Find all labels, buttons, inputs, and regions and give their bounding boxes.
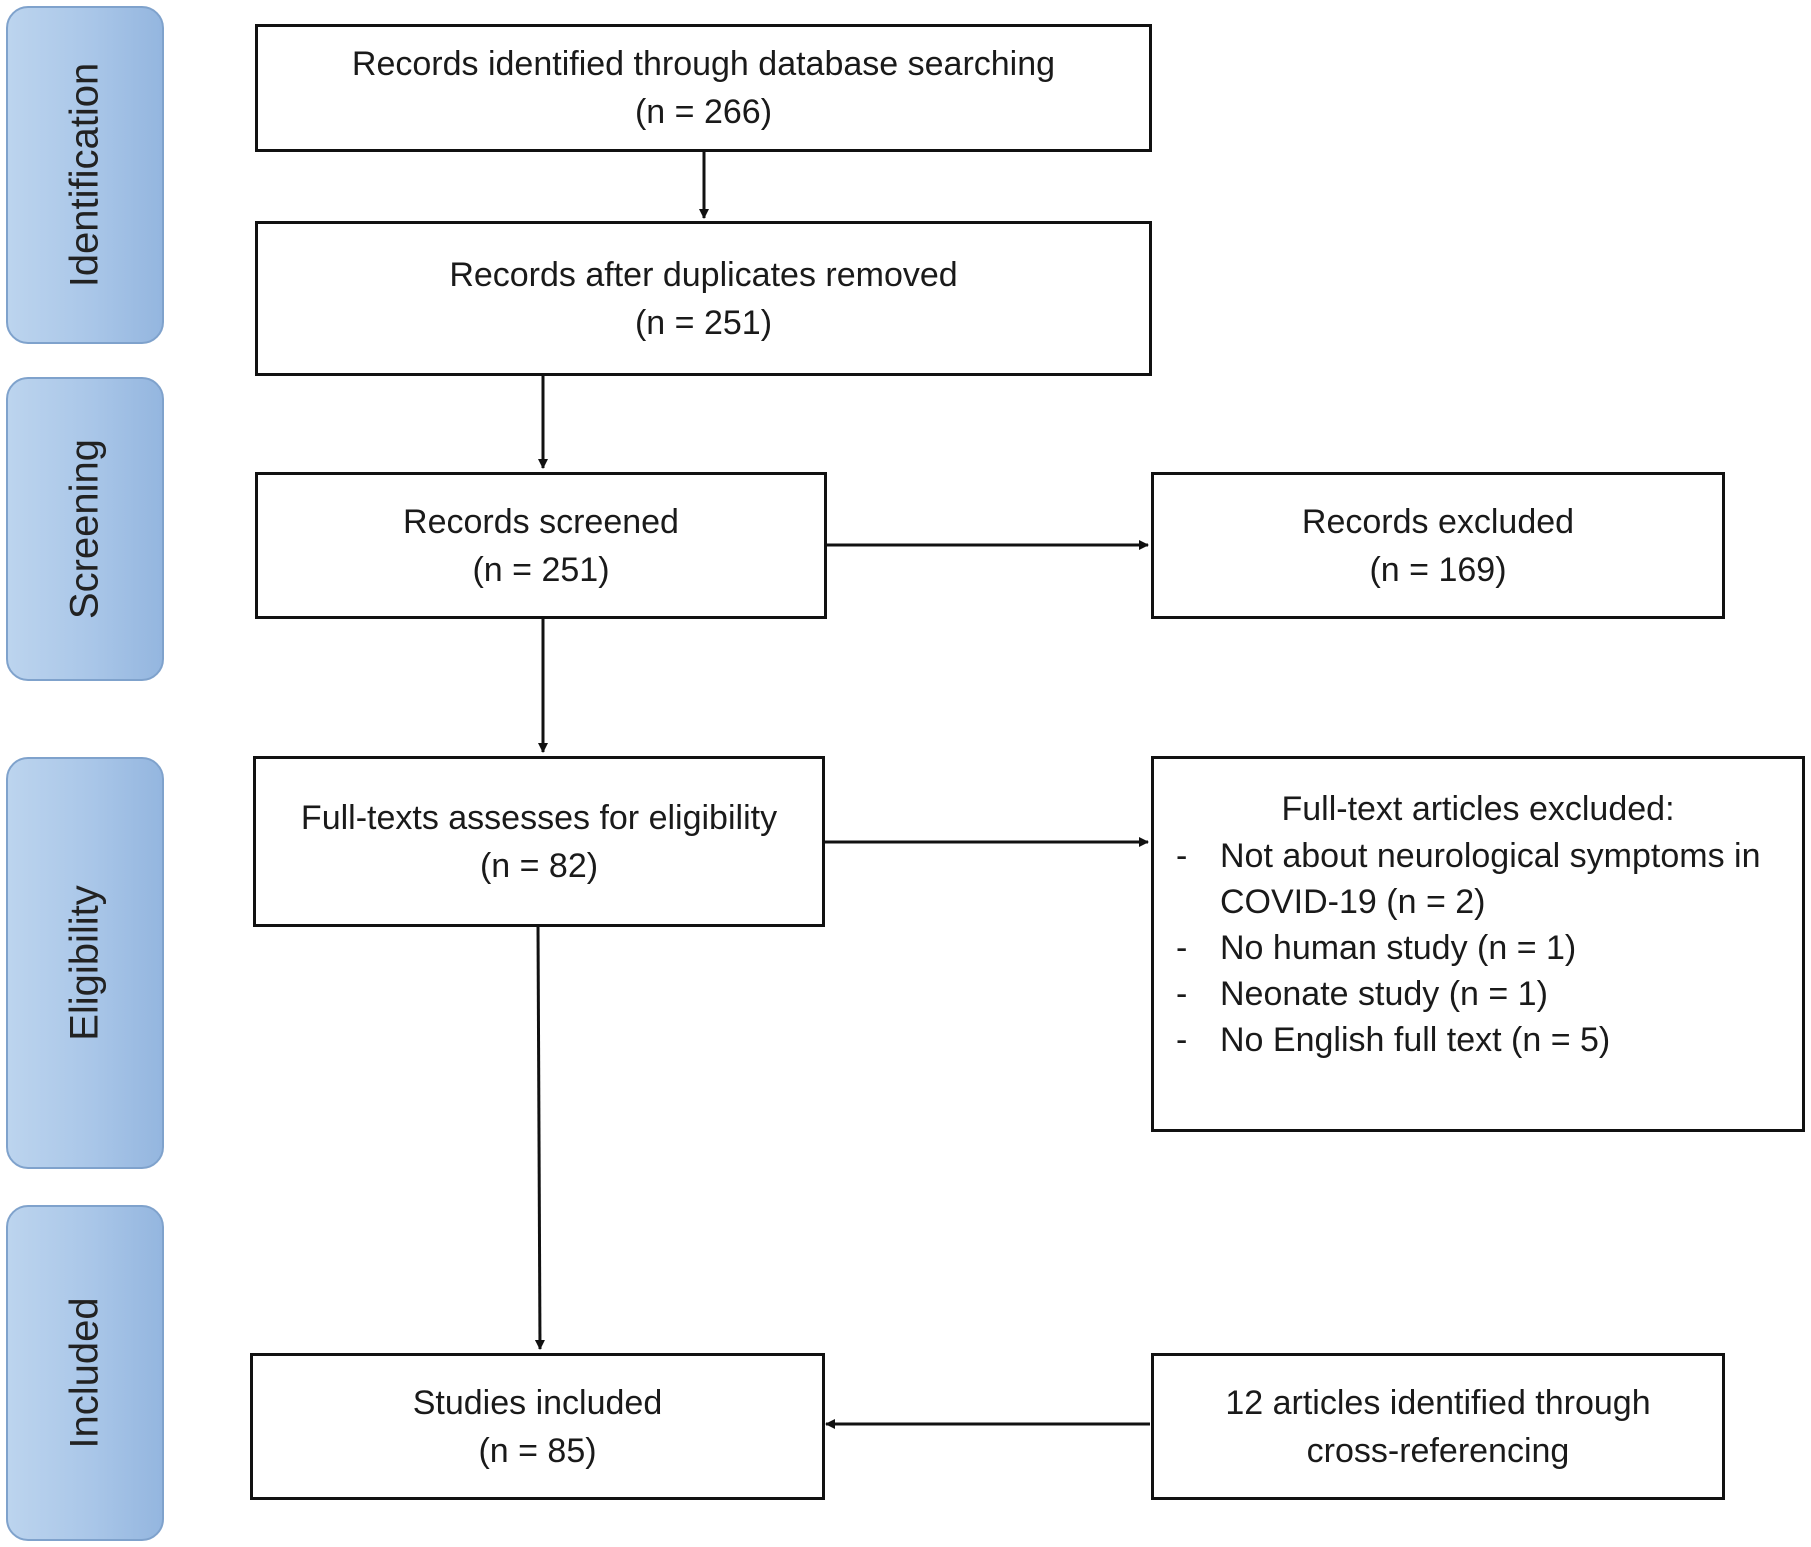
- records-identified-count: (n = 266): [634, 93, 773, 131]
- exclusion-reason: - Neonate study (n = 1): [1154, 971, 1802, 1017]
- records-excluded-text: Records excluded: [1301, 502, 1575, 541]
- arrow-fulltext-to-included: [534, 924, 545, 1350]
- fulltext-assessed-count: (n = 82): [479, 846, 599, 885]
- exclusion-reasons-list: - Not about neurological symptoms in COV…: [1154, 833, 1802, 1063]
- bullet-dash: -: [1176, 929, 1188, 967]
- exclusion-reason: - No human study (n = 1): [1154, 925, 1802, 971]
- exclusion-reason: - No English full text (n = 5): [1154, 1017, 1802, 1063]
- records-screened-count: (n = 251): [472, 550, 610, 589]
- records-screened-text: Records screened: [403, 502, 679, 541]
- exclusion-reason-text: Neonate study (n = 1): [1220, 975, 1548, 1013]
- box-records-identified: Records identified through database sear…: [255, 24, 1152, 152]
- box-studies-included: Studies included (n = 85): [250, 1353, 825, 1500]
- bullet-dash: -: [1176, 975, 1188, 1013]
- records-excluded-count: (n = 169): [1369, 550, 1507, 589]
- phase-identification: Identification: [6, 6, 164, 344]
- phase-included: Included: [6, 1205, 164, 1541]
- fulltext-excluded-heading: Full-text articles excluded:: [1281, 790, 1675, 828]
- box-records-screened: Records screened (n = 251): [255, 472, 827, 619]
- bullet-dash: -: [1176, 837, 1188, 875]
- box-fulltext-excluded: Full-text articles excluded: - Not about…: [1151, 756, 1805, 1132]
- exclusion-reason-text: No English full text (n = 5): [1220, 1021, 1611, 1059]
- box-records-excluded: Records excluded (n = 169): [1151, 472, 1725, 619]
- exclusion-reason: - Not about neurological symptoms in COV…: [1154, 833, 1802, 925]
- exclusion-reason-text: No human study (n = 1): [1220, 929, 1577, 967]
- studies-included-count: (n = 85): [478, 1431, 597, 1470]
- fulltext-assessed-text: Full-texts assesses for eligibility: [300, 798, 778, 837]
- records-deduplicated-count: (n = 251): [634, 303, 773, 342]
- box-fulltext-assessed: Full-texts assesses for eligibility (n =…: [253, 756, 825, 927]
- records-deduplicated-text: Records after duplicates removed: [449, 255, 958, 294]
- studies-included-text: Studies included: [412, 1383, 663, 1422]
- box-records-deduplicated: Records after duplicates removed (n = 25…: [255, 221, 1152, 376]
- phase-eligibility: Eligibility: [6, 757, 164, 1169]
- cross-referencing-subtext: cross-referencing: [1306, 1431, 1570, 1470]
- box-cross-referencing: 12 articles identified through cross-ref…: [1151, 1353, 1725, 1500]
- cross-referencing-text: 12 articles identified through: [1225, 1383, 1651, 1422]
- exclusion-reason-text: Not about neurological symptoms in COVID…: [1220, 837, 1761, 921]
- records-identified-text: Records identified through database sear…: [351, 45, 1056, 83]
- bullet-dash: -: [1176, 1021, 1188, 1059]
- phase-screening: Screening: [6, 377, 164, 681]
